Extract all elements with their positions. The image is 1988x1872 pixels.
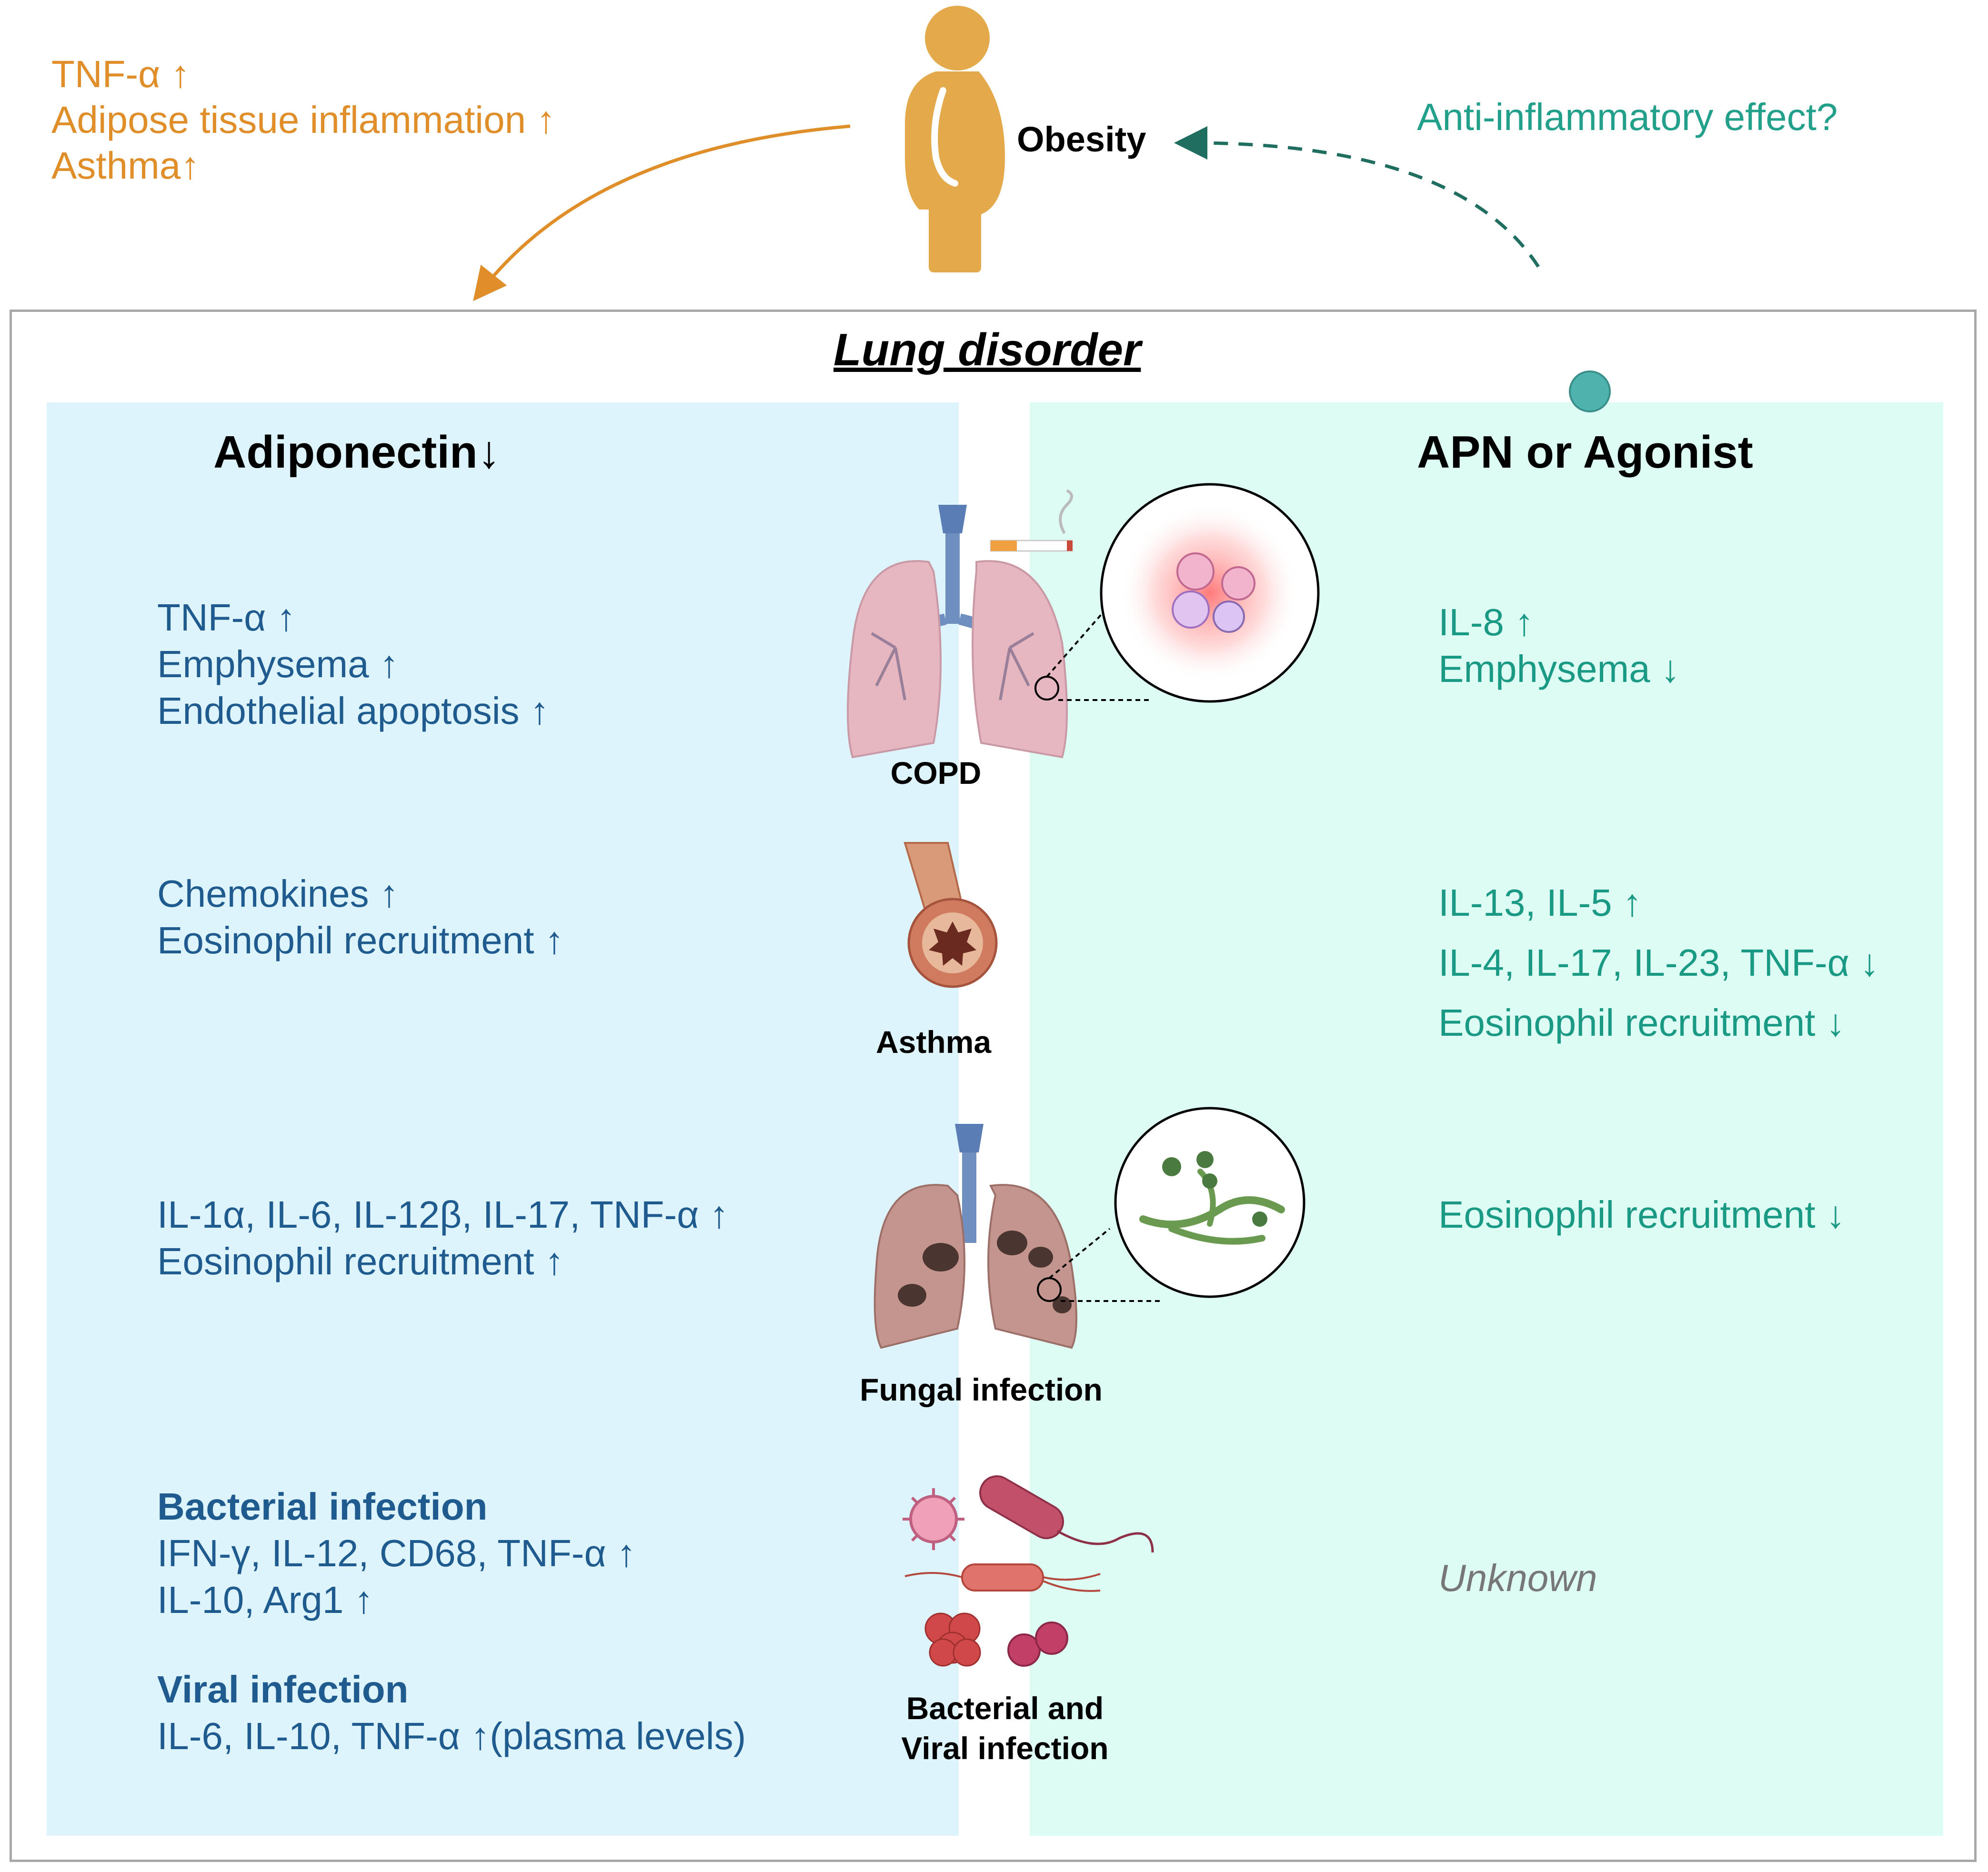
obesity-label: Obesity: [1017, 120, 1146, 159]
obesity-effects: TNF-α ↑ Adipose tissue inflammation ↑ As…: [51, 51, 555, 189]
obesity-effect-asthma: Asthma↑: [51, 144, 200, 187]
left-copd-item: Emphysema ↑: [157, 643, 399, 685]
infection-label-line2: Viral infection: [901, 1731, 1109, 1766]
left-copd-effects: TNF-α ↑ Emphysema ↑ Endothelial apoptosi…: [157, 594, 549, 734]
left-fungal-effects: IL-1α, IL-6, IL-12β, IL-17, TNF-α ↑ Eosi…: [157, 1191, 729, 1285]
agonist-to-obesity-arrow: [1174, 126, 1540, 268]
left-asthma-item: Eosinophil recruitment ↑: [157, 919, 564, 961]
right-asthma-effects: IL-13, IL-5 ↑ IL-4, IL-17, IL-23, TNF-α …: [1438, 873, 1879, 1053]
obesity-to-lung-arrow: [473, 124, 851, 301]
left-copd-item: TNF-α ↑: [157, 596, 296, 639]
copd-label: COPD: [890, 755, 982, 791]
bacterial-heading: Bacterial infection: [157, 1485, 488, 1528]
left-infection-effects: Bacterial infection IFN-γ, IL-12, CD68, …: [157, 1483, 746, 1760]
left-fungal-item: Eosinophil recruitment ↑: [157, 1240, 564, 1282]
right-fungal-item: Eosinophil recruitment ↓: [1438, 1193, 1845, 1236]
right-copd-item: IL-8 ↑: [1438, 601, 1534, 643]
right-fungal-effects: Eosinophil recruitment ↓: [1438, 1191, 1845, 1238]
viral-heading: Viral infection: [157, 1668, 409, 1711]
asthma-label: Asthma: [875, 1024, 992, 1060]
copd-lungs-icon: [847, 489, 1073, 759]
right-copd-item: Emphysema ↓: [1438, 648, 1680, 690]
right-asthma-item: Eosinophil recruitment ↓: [1438, 1001, 1845, 1044]
bacteria-virus-icon: [903, 1475, 1154, 1667]
apn-molecule-icon: [1569, 370, 1611, 412]
left-asthma-item: Chemokines ↑: [157, 872, 399, 915]
bacterial-item: IL-10, Arg1 ↑: [157, 1579, 373, 1621]
lung-disorder-title: Lung disorder: [833, 324, 1141, 375]
right-asthma-item: IL-13, IL-5 ↑: [1438, 881, 1642, 924]
bacterial-item: IFN-γ, IL-12, CD68, TNF-α ↑: [157, 1532, 636, 1574]
outer-frame: [10, 310, 1977, 1862]
right-copd-effects: IL-8 ↑ Emphysema ↓: [1438, 599, 1680, 692]
fungal-magnified-hyphae-icon: [1114, 1107, 1305, 1298]
viral-item: IL-6, IL-10, TNF-α ↑(plasma levels): [157, 1715, 746, 1757]
fungal-lungs-icon: [874, 1124, 1077, 1349]
infection-label-line1: Bacterial and: [906, 1691, 1104, 1726]
left-fungal-item: IL-1α, IL-6, IL-12β, IL-17, TNF-α ↑: [157, 1193, 729, 1236]
infection-label: Bacterial and Viral infection: [862, 1688, 1148, 1768]
left-panel: [47, 402, 959, 1836]
right-panel-title: APN or Agonist: [1417, 427, 1753, 478]
left-asthma-effects: Chemokines ↑ Eosinophil recruitment ↑: [157, 871, 564, 964]
obesity-effect-tnf: TNF-α ↑: [51, 53, 190, 95]
obesity-figure-icon: [905, 6, 1005, 272]
left-panel-title: Adiponectin↓: [213, 427, 501, 478]
anti-inflammatory-question: Anti-inflammatory effect?: [1417, 96, 1838, 138]
right-infection-unknown: Unknown: [1438, 1557, 1597, 1599]
right-asthma-item: IL-4, IL-17, IL-23, TNF-α ↓: [1438, 941, 1879, 984]
obesity-effect-adipose: Adipose tissue inflammation ↑: [51, 99, 556, 141]
left-copd-item: Endothelial apoptosis ↑: [157, 690, 549, 732]
fungal-label: Fungal infection: [860, 1372, 1103, 1407]
asthma-airway-icon: [904, 842, 998, 988]
